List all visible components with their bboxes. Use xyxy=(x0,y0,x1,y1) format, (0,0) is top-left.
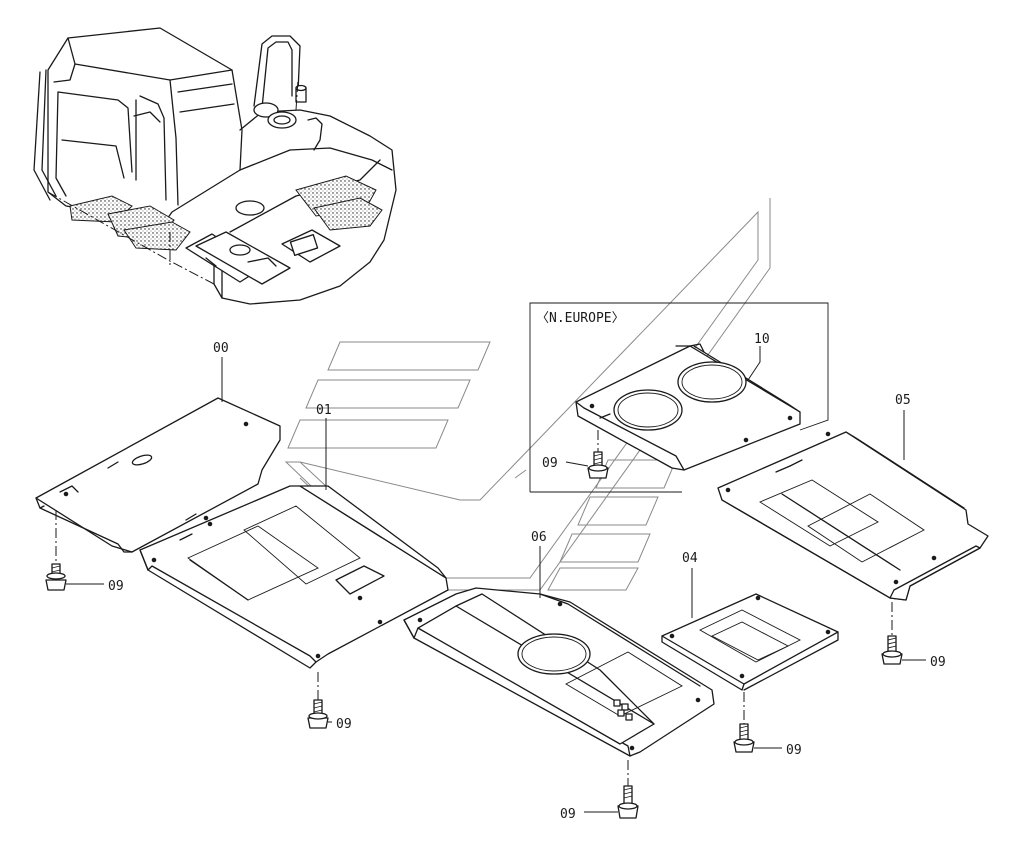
callout-04: 04 xyxy=(682,551,698,566)
plate-05: 05 xyxy=(717,393,989,636)
callout-06: 06 xyxy=(531,530,547,545)
bolt-d: 09 xyxy=(560,785,639,822)
region-label: 〈N.EUROPE〉 xyxy=(536,311,625,326)
callout-05: 05 xyxy=(895,393,911,408)
bolt-f: 09 xyxy=(881,635,946,670)
plate-01: 01 xyxy=(139,403,449,700)
bolt-a: 09 xyxy=(45,563,124,594)
callout-09-f: 09 xyxy=(930,655,946,670)
callout-09-e: 09 xyxy=(786,743,802,758)
callout-01: 01 xyxy=(316,403,332,418)
n-europe-inset: 〈N.EUROPE〉 10 xyxy=(529,302,829,493)
callout-00: 00 xyxy=(213,341,229,356)
callout-10: 10 xyxy=(754,332,770,347)
callout-09-b: 09 xyxy=(336,717,352,732)
callout-09-d: 09 xyxy=(560,807,576,822)
plate-06: 06 xyxy=(403,530,715,786)
machine-overview xyxy=(33,27,397,305)
callout-09-a: 09 xyxy=(108,579,124,594)
bolt-e: 09 xyxy=(733,723,802,758)
bolt-c: 09 xyxy=(542,451,609,479)
callout-09-c: 09 xyxy=(542,456,558,471)
bolt-b: 09 xyxy=(307,699,352,732)
plate-04: 04 xyxy=(661,551,839,724)
plate-00: 00 xyxy=(35,341,281,562)
